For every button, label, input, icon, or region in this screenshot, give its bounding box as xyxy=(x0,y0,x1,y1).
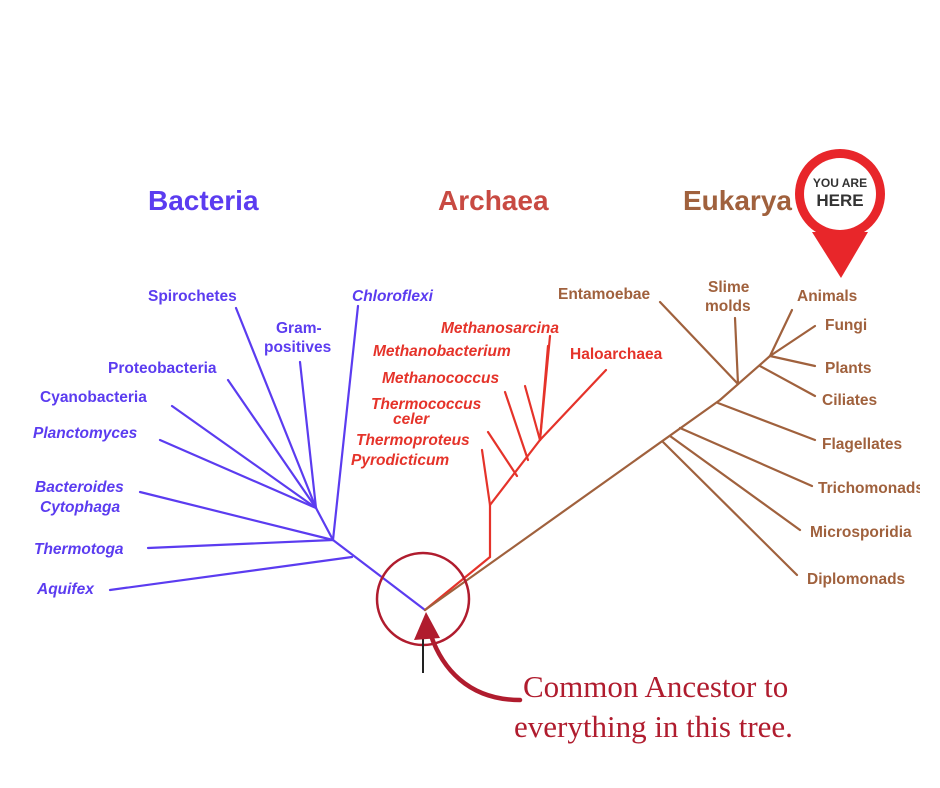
branch-proteobacteria xyxy=(226,378,318,510)
branch-thermotoga xyxy=(146,538,335,550)
branch-root-bacteria xyxy=(331,538,427,612)
branch-diplomonads xyxy=(661,440,799,577)
branch-planctomyces xyxy=(158,438,318,510)
label-chloroflexi: Chloroflexi xyxy=(352,288,434,305)
label-proteobacteria: Proteobacteria xyxy=(108,360,217,377)
branch-spirochetes xyxy=(234,306,318,510)
label-animals: Animals xyxy=(797,288,857,305)
you-are-here-pin-icon: YOU ARE HERE xyxy=(795,149,885,278)
pin-text-line1: YOU ARE xyxy=(813,176,867,190)
branch-cyanobacteria xyxy=(170,404,318,510)
label-methanobacterium: Methanobacterium xyxy=(373,343,511,360)
label-gram-line1: Gram- xyxy=(276,320,322,337)
branch-root-eukarya xyxy=(423,398,722,612)
branch-ciliates xyxy=(758,364,817,398)
label-thermococcus-line1: Thermococcus xyxy=(371,396,482,413)
label-thermococcus-line2: celer xyxy=(393,411,430,428)
branch-methanococcus xyxy=(523,384,542,442)
label-aquifex: Aquifex xyxy=(36,581,95,598)
label-spirochetes: Spirochetes xyxy=(148,288,237,305)
branch-slime-molds xyxy=(733,316,740,386)
label-planctomyces: Planctomyces xyxy=(33,425,138,442)
branch-trichomonads xyxy=(678,426,814,488)
bacteria-branches xyxy=(108,304,427,612)
label-slime-line1: Slime xyxy=(708,279,750,296)
label-gram-line2: positives xyxy=(264,339,331,356)
annotation-line2: everything in this tree. xyxy=(514,709,793,744)
ancestor-arrow-curve xyxy=(425,623,523,703)
domain-title-eukarya: Eukarya xyxy=(683,185,792,216)
branch-gram-positives xyxy=(298,360,318,510)
label-microsporidia: Microsporidia xyxy=(810,524,912,541)
domain-title-bacteria: Bacteria xyxy=(148,185,259,216)
branch-haloarchaea xyxy=(538,368,608,442)
label-trichomonads: Trichomonads xyxy=(818,480,924,497)
label-methanococcus: Methanococcus xyxy=(382,370,500,387)
domain-title-archaea: Archaea xyxy=(438,185,549,216)
branch-thermococcus xyxy=(503,390,530,462)
branch-thermoproteus xyxy=(486,430,519,478)
label-thermotoga: Thermotoga xyxy=(34,541,124,558)
pin-face xyxy=(804,158,876,230)
branch-aquifex xyxy=(108,555,354,592)
label-flagellates: Flagellates xyxy=(822,436,902,453)
label-pyrodicticum: Pyrodicticum xyxy=(351,452,449,469)
branch-methanosarcina xyxy=(538,334,552,442)
label-plants: Plants xyxy=(825,360,872,377)
branch-microsporidia xyxy=(668,434,802,532)
label-fungi: Fungi xyxy=(825,317,867,334)
eukarya-branches xyxy=(423,300,817,612)
label-haloarchaea: Haloarchaea xyxy=(570,346,663,363)
label-diplomonads: Diplomonads xyxy=(807,571,905,588)
branch-plants xyxy=(768,354,817,368)
branch-bacteroides xyxy=(138,490,335,542)
label-ciliates: Ciliates xyxy=(822,392,877,409)
label-cytophaga: Cytophaga xyxy=(40,499,120,516)
common-ancestor-annotation: Common Ancestor to everything in this tr… xyxy=(375,551,793,744)
pin-text-line2: HERE xyxy=(816,191,863,210)
branch-fungi xyxy=(768,324,817,358)
label-cyanobacteria: Cyanobacteria xyxy=(40,389,147,406)
branch-pyrodicticum xyxy=(480,448,492,507)
branch-flagellates xyxy=(716,401,817,442)
label-methanosarcina: Methanosarcina xyxy=(441,320,559,337)
label-thermoproteus: Thermoproteus xyxy=(356,432,470,449)
branch-entamoebae xyxy=(658,300,740,386)
label-slime-line2: molds xyxy=(705,298,751,315)
ancestor-arrow-head-icon xyxy=(414,612,440,640)
branch-chloroflexi xyxy=(331,304,360,542)
label-bacteroides: Bacteroides xyxy=(35,479,124,496)
branch-animals xyxy=(768,308,794,358)
branch-eukarya-crown xyxy=(718,354,772,402)
pin-pointer xyxy=(812,232,868,278)
annotation-line1: Common Ancestor to xyxy=(523,669,788,704)
branch-bacteria-core xyxy=(314,506,335,542)
label-entamoebae: Entamoebae xyxy=(558,286,651,303)
